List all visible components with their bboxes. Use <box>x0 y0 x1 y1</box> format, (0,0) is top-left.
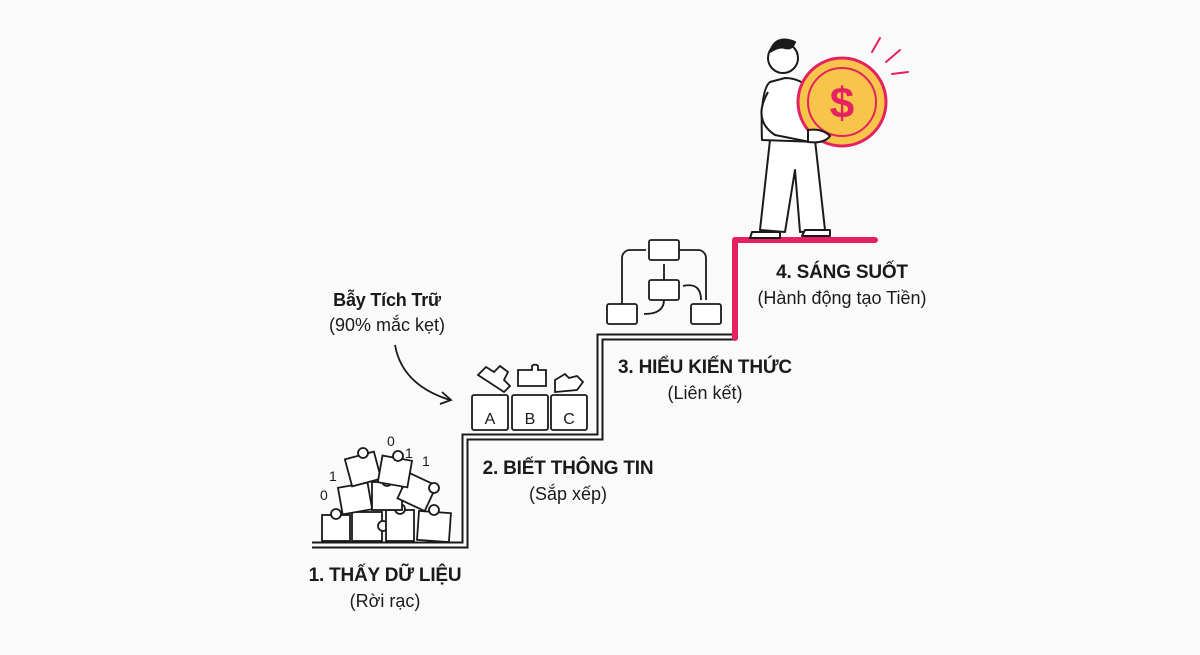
coin-symbol: $ <box>830 79 854 128</box>
hand <box>807 128 832 144</box>
step-subtitle: (Liên kết) <box>667 383 743 403</box>
step-4-label: 4. SÁNG SUỐT (Hành động tạo Tiền) <box>757 262 926 309</box>
step-subtitle: (Rời rạc) <box>349 591 421 611</box>
top-step-highlight <box>732 237 878 341</box>
binary-digit: 1 <box>422 453 430 469</box>
binary-digit: 1 <box>329 468 337 484</box>
trap-arrow <box>394 344 451 401</box>
folder-boxes <box>471 363 588 431</box>
trap-title: Bẫy Tích Trữ <box>333 290 441 310</box>
step-3-label: 3. HIỂU KIẾN THỨC (Liên kết) <box>618 357 792 404</box>
step-title: 2. BIẾT THÔNG TIN <box>482 458 654 479</box>
coin-icon: $ <box>796 56 888 148</box>
folder-label: A <box>485 411 496 428</box>
step-title: 4. SÁNG SUỐT <box>776 262 908 283</box>
trap-arrowhead <box>439 391 453 405</box>
staircase <box>312 333 735 549</box>
step-title: 3. HIỂU KIẾN THỨC <box>618 357 792 378</box>
step-1-label: 1. THẤY DỮ LIỆU (Rời rạc) <box>309 565 462 612</box>
binary-digit: 1 <box>405 445 413 461</box>
folder-label: B <box>525 411 536 428</box>
step-subtitle: (Hành động tạo Tiền) <box>757 288 927 308</box>
folder-label: C <box>563 411 575 428</box>
step-subtitle: (Sắp xếp) <box>528 484 608 504</box>
shine-lines <box>871 37 909 75</box>
step-2-label: 2. BIẾT THÔNG TIN (Sắp xếp) <box>483 458 654 505</box>
binary-digit: 0 <box>320 487 328 503</box>
person-figure <box>749 38 831 239</box>
binary-digit: 0 <box>387 433 395 449</box>
step-title: 1. THẤY DỮ LIỆU <box>308 565 462 586</box>
knowledge-graph-icon <box>606 239 722 325</box>
trap-label: Bẫy Tích Trữ (90% mắc kẹt) <box>329 290 445 336</box>
binary-digits: 0 1 1 1 0 <box>320 433 430 503</box>
puzzle-pile-icon <box>321 447 452 544</box>
trap-subtitle: (90% mắc kẹt) <box>328 315 446 335</box>
